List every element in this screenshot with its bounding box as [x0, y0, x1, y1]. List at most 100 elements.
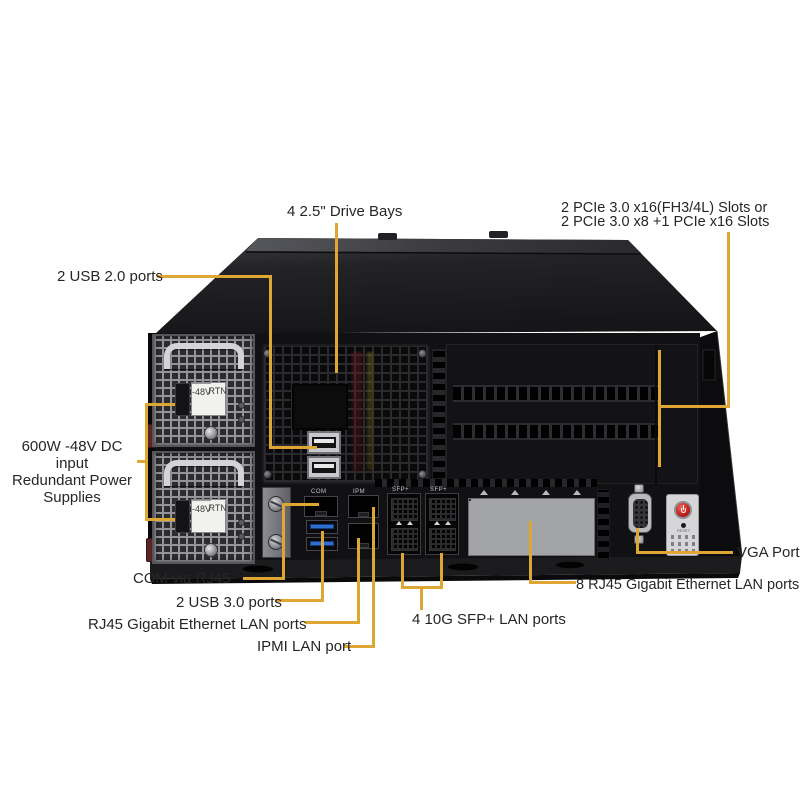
sfp-indicator-icon [434, 521, 440, 525]
plate-screw [418, 349, 427, 358]
psu2-handle-icon [164, 460, 244, 486]
psu2-rtn-text: RTN [208, 503, 227, 513]
psu1-handle-icon [164, 343, 244, 369]
callout-line-psu2-point [145, 518, 175, 521]
callout-line-ipmi-h [344, 645, 375, 648]
usb2-port-1[interactable] [307, 431, 341, 454]
lan-led-triangle-icon [542, 490, 550, 495]
power-icon-stem [683, 505, 684, 510]
sfp-indicator-icon [396, 521, 402, 525]
lan-led-triangle-icon [573, 490, 581, 495]
pcie-slot-cover-2 [453, 423, 659, 440]
label-pcie-line2: 2 PCIe 3.0 x8 +1 PCIe x16 Slots [561, 214, 770, 230]
label-sfp: 4 10G SFP+ LAN ports [412, 611, 566, 628]
psu1-rtn-text: RTN [208, 386, 227, 396]
callout-line-pcie-horizontal [659, 405, 730, 408]
psu1-voltage-label: RTN -48V [191, 382, 227, 416]
vga-pin-holes [633, 499, 648, 528]
fan-hub [292, 384, 348, 430]
psu2-vent-hole [238, 533, 245, 540]
rj45-clip [314, 511, 328, 516]
power-supply-1: RTN -48V [152, 334, 255, 447]
label-usb2: 2 USB 2.0 ports [57, 268, 163, 285]
label-psu-line1: 600W -48V DC input [21, 438, 123, 472]
label-drive-bays: 4 2.5" Drive Bays [287, 203, 403, 220]
sfp-port-4[interactable] [429, 528, 456, 551]
lan-port-8[interactable] [469, 499, 471, 501]
callout-line-usb2-point [269, 446, 317, 449]
power-icon [681, 507, 686, 513]
reset-button[interactable] [681, 523, 686, 528]
usb2-port-2[interactable] [307, 456, 341, 479]
callout-line-usb2-v [269, 275, 272, 449]
callout-line-lan-v [357, 538, 360, 624]
sfp-port-2[interactable] [391, 528, 418, 551]
label-lan: RJ45 Gigabit Ethernet LAN ports [88, 616, 307, 633]
io-vent-row [375, 479, 597, 487]
sfp-cage-2[interactable] [425, 493, 459, 555]
vga-screw-post [634, 484, 644, 493]
usb2-tongue [314, 439, 334, 443]
pcie-panel-seam [655, 345, 657, 485]
plate-screw [418, 470, 427, 479]
psu2-thumbscrew[interactable] [204, 543, 218, 557]
com-port-label: COM [311, 489, 327, 495]
callout-line-sfp-v2 [440, 553, 443, 589]
com-rj45-port[interactable] [304, 496, 338, 517]
usb2-tongue [314, 464, 334, 468]
ipmi-lan-port[interactable] [348, 495, 379, 518]
psu2-voltage-label: RTN -48V [191, 499, 227, 533]
pcie-slot-area [446, 344, 698, 485]
callout-line-com-point [282, 503, 319, 506]
label-psu-line3: Supplies [43, 489, 101, 506]
callout-line-rj45x8-v [529, 521, 532, 584]
internal-yellow-cable [367, 352, 373, 470]
psu1-dc-connector [175, 383, 190, 416]
rj45-clip [357, 512, 370, 517]
label-psu-line2: Redundant Power [11, 472, 133, 489]
callout-line-usb2-h [157, 275, 271, 278]
psu2-neg48-text: -48V [192, 500, 212, 517]
sfp-cage-1[interactable] [387, 493, 421, 555]
plate-screw [263, 470, 272, 479]
callout-line-com-h [243, 577, 285, 580]
control-panel: RESET [666, 494, 699, 556]
drive-bay-fan-plate [262, 344, 430, 484]
callout-line-rj45x8-h [529, 581, 576, 584]
label-vga: VGA Port [737, 544, 800, 561]
label-pcie-line1: 2 PCIe 3.0 x16(FH3/4L) Slots or [561, 200, 768, 216]
internal-red-cable [352, 352, 362, 472]
callout-line-lan-h [305, 621, 360, 624]
power-button[interactable] [674, 501, 692, 519]
psu1-vent-hole [238, 402, 245, 409]
label-com: COM via RJ45 [133, 570, 231, 587]
callout-line-pcie-bracket [658, 350, 661, 467]
callout-line-usb3-h [275, 599, 324, 602]
vent-hole-column [597, 489, 610, 559]
psu1-thumbscrew[interactable] [204, 426, 218, 440]
psu1-neg48-text: -48V [192, 383, 212, 400]
sfp-port-1[interactable] [391, 498, 418, 521]
label-usb3: 2 USB 3.0 ports [176, 594, 282, 611]
usb3-port-1[interactable] [306, 520, 338, 534]
callout-line-usb3-v [321, 531, 324, 602]
callout-line-sfp-v1 [401, 553, 404, 589]
usb3-connector [310, 524, 334, 529]
label-pcie: 2 PCIe 3.0 x16(FH3/4L) Slots or 2 PCIe 3… [561, 200, 770, 230]
callout-line-ipmi-v [372, 507, 375, 648]
callout-line-psu-v [145, 403, 148, 521]
callout-line-vga-h [636, 551, 733, 554]
vent-column [432, 349, 446, 479]
callout-line-com-v [282, 503, 285, 580]
lan-led-triangle-icon [511, 490, 519, 495]
callout-line-drive-bays [335, 223, 338, 373]
label-ipmi: IPMI LAN port [257, 638, 352, 655]
reset-label: RESET [676, 528, 691, 533]
vga-port[interactable] [628, 493, 652, 533]
psu2-vent-hole [238, 519, 245, 526]
callout-line-psu1-point [145, 403, 175, 406]
led-indicator-row [671, 542, 696, 546]
led-indicator-row [671, 535, 696, 539]
sfp-port-3[interactable] [429, 498, 456, 521]
